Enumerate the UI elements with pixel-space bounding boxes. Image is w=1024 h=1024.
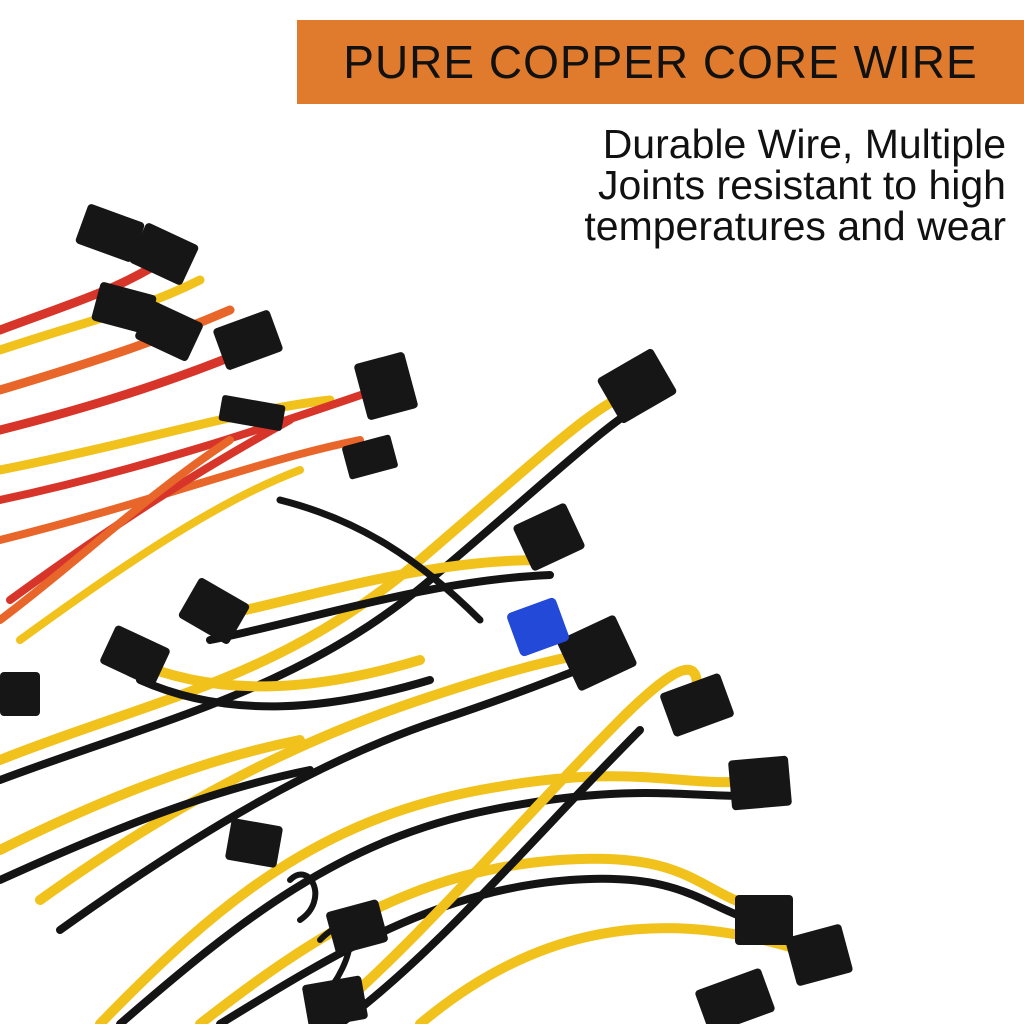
banner-title: PURE COPPER CORE WIRE <box>343 36 978 88</box>
description-line: Durable Wire, Multiple <box>602 121 1006 167</box>
description-line: Joints resistant to high <box>598 162 1006 208</box>
description-line: temperatures and wear <box>584 203 1006 249</box>
feature-description: Durable Wire, Multiple Joints resistant … <box>486 124 1006 247</box>
title-banner: PURE COPPER CORE WIRE <box>297 20 1024 104</box>
